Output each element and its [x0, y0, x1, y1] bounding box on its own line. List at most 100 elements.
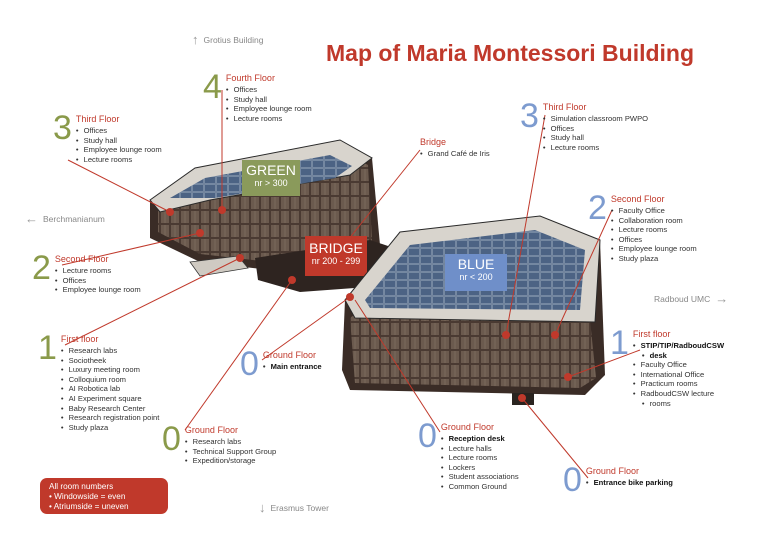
- callout-bridge-ground-floor: 0 Ground Floor Main entrance: [240, 345, 322, 383]
- list-item-continued: desk: [633, 351, 724, 361]
- list-item: Offices: [611, 235, 697, 245]
- list-item: Employee lounge room: [611, 244, 697, 254]
- floor-number: 3: [520, 97, 539, 135]
- list-item: Offices: [76, 126, 162, 136]
- floor-heading: Bridge: [420, 137, 447, 147]
- floor-number: 1: [38, 329, 57, 367]
- blue-wing-tag: BLUE nr < 200: [445, 256, 507, 283]
- direction-west-label: Berchmanianum: [43, 213, 105, 224]
- list-item: Expedition/storage: [185, 456, 276, 466]
- floor-heading: Second Floor: [54, 254, 109, 264]
- list-item: Lecture rooms: [543, 143, 648, 153]
- list-item: Sociotheek: [61, 356, 159, 366]
- list-item: Simulation classroom PWPO: [543, 114, 648, 124]
- floor-number: 2: [588, 189, 607, 227]
- callout-green-fourth-floor: 4 Fourth Floor Offices Study hall Employ…: [203, 68, 312, 124]
- direction-south-label: Erasmus Tower: [270, 502, 329, 513]
- list-item: Lecture rooms: [76, 155, 162, 165]
- list-item: Research labs: [61, 346, 159, 356]
- callout-green-ground-floor: 0 Ground Floor Research labs Technical S…: [162, 420, 277, 466]
- floor-number: 1: [610, 324, 629, 362]
- list-item: International Office: [633, 370, 724, 380]
- floor-number: 0: [240, 345, 259, 383]
- callout-blue-ground-floor: 0 Ground Floor Reception desk Lecture ha…: [418, 419, 519, 492]
- list-item: Offices: [55, 276, 141, 286]
- list-item: Employee lounge room: [76, 145, 162, 155]
- floor-number: 3: [53, 109, 72, 147]
- direction-east-label: Radboud UMC: [654, 293, 711, 304]
- direction-south: ↓ Erasmus Tower: [259, 500, 329, 515]
- arrow-down-icon: ↓: [259, 500, 266, 515]
- list-item: Study plaza: [611, 254, 697, 264]
- list-item: Study hall: [543, 133, 648, 143]
- map-title: Map of Maria Montessori Building: [326, 40, 695, 66]
- list-item: Technical Support Group: [185, 447, 277, 457]
- floor-number: 0: [162, 420, 181, 458]
- list-item: Common Ground: [441, 482, 519, 492]
- floor-heading: First floor: [60, 334, 99, 344]
- direction-north: ↑ Grotius Building: [192, 32, 264, 47]
- callout-green-third-floor: 3 Third Floor Offices Study hall Employe…: [53, 109, 162, 165]
- legend-title: All room numbers: [49, 482, 114, 491]
- list-item: Faculty Office: [633, 360, 724, 370]
- floor-heading: Ground Floor: [440, 422, 494, 432]
- list-item: Research labs: [185, 437, 276, 447]
- list-item-continued: rooms: [633, 399, 724, 409]
- callout-green-first-floor: 1 First floor Research labs Sociotheek L…: [38, 329, 160, 433]
- list-item: Employee lounge room: [55, 285, 141, 295]
- room-number-legend: All room numbers • Windowside = even • A…: [40, 478, 168, 514]
- list-item: Study hall: [226, 95, 312, 105]
- green-wing-range: nr > 300: [254, 178, 288, 188]
- list-item: Entrance bike parking: [586, 478, 673, 488]
- floor-heading: Third Floor: [75, 114, 120, 124]
- list-item: RadboudCSW lecture: [633, 389, 724, 399]
- list-item: Grand Café de Iris: [420, 149, 490, 159]
- list-item: Offices: [543, 124, 648, 134]
- list-item: Study plaza: [61, 423, 159, 433]
- green-wing-tag: GREEN nr > 300: [242, 162, 300, 189]
- callout-blue-ground-floor-bike: 0 Ground Floor Entrance bike parking: [563, 461, 673, 499]
- list-item: Practicum rooms: [633, 379, 724, 389]
- list-item: Lockers: [441, 463, 519, 473]
- callout-bridge: Bridge Grand Café de Iris: [420, 136, 490, 159]
- blue-wing-name: BLUE: [457, 256, 495, 272]
- list-item: Lecture rooms: [441, 453, 519, 463]
- floor-number: 4: [203, 68, 222, 106]
- bridge-tag: BRIDGE nr 200 - 299: [305, 240, 367, 267]
- floor-heading: Third Floor: [542, 102, 587, 112]
- list-item: Employee lounge room: [226, 104, 312, 114]
- arrow-right-icon: →: [715, 291, 729, 306]
- blue-wing-range: nr < 200: [459, 272, 493, 282]
- legend-item: • Atriumside = uneven: [49, 501, 129, 511]
- arrow-up-icon: ↑: [192, 32, 199, 47]
- floor-heading: Second Floor: [610, 194, 665, 204]
- list-item: Main entrance: [263, 362, 322, 372]
- bridge-tag-bg: [305, 236, 367, 276]
- blue-wing-tag-bg: [445, 254, 507, 291]
- list-item: Student associations: [441, 472, 519, 482]
- floor-heading: Fourth Floor: [225, 73, 275, 83]
- callout-blue-third-floor: 3 Third Floor Simulation classroom PWPO …: [520, 97, 648, 153]
- list-item: Collaboration room: [611, 216, 697, 226]
- list-item: Offices: [226, 85, 312, 95]
- list-item: Research registration point: [61, 413, 160, 423]
- list-item: Lecture rooms: [611, 225, 697, 235]
- list-item: STIP/TIP/RadboudCSW: [633, 341, 725, 351]
- green-wing-name: GREEN: [246, 162, 296, 178]
- floor-number: 0: [563, 461, 582, 499]
- list-item: Lecture rooms: [226, 114, 312, 124]
- list-item: Reception desk: [441, 434, 519, 444]
- direction-east: Radboud UMC →: [654, 291, 728, 306]
- list-item: Lecture halls: [441, 444, 519, 454]
- bridge-name: BRIDGE: [309, 240, 363, 256]
- legend-item: • Windowside = even: [49, 491, 126, 501]
- direction-west: ← Berchmanianum: [25, 211, 105, 226]
- floor-number: 2: [32, 249, 51, 287]
- callout-blue-first-floor: 1 First floor STIP/TIP/RadboudCSW desk F…: [610, 324, 725, 409]
- green-wing-tag-bg: [242, 160, 300, 196]
- bridge-range: nr 200 - 299: [311, 256, 361, 266]
- list-item: Luxury meeting room: [61, 365, 159, 375]
- floor-heading: First floor: [632, 329, 671, 339]
- list-item: AI Experiment square: [61, 394, 159, 404]
